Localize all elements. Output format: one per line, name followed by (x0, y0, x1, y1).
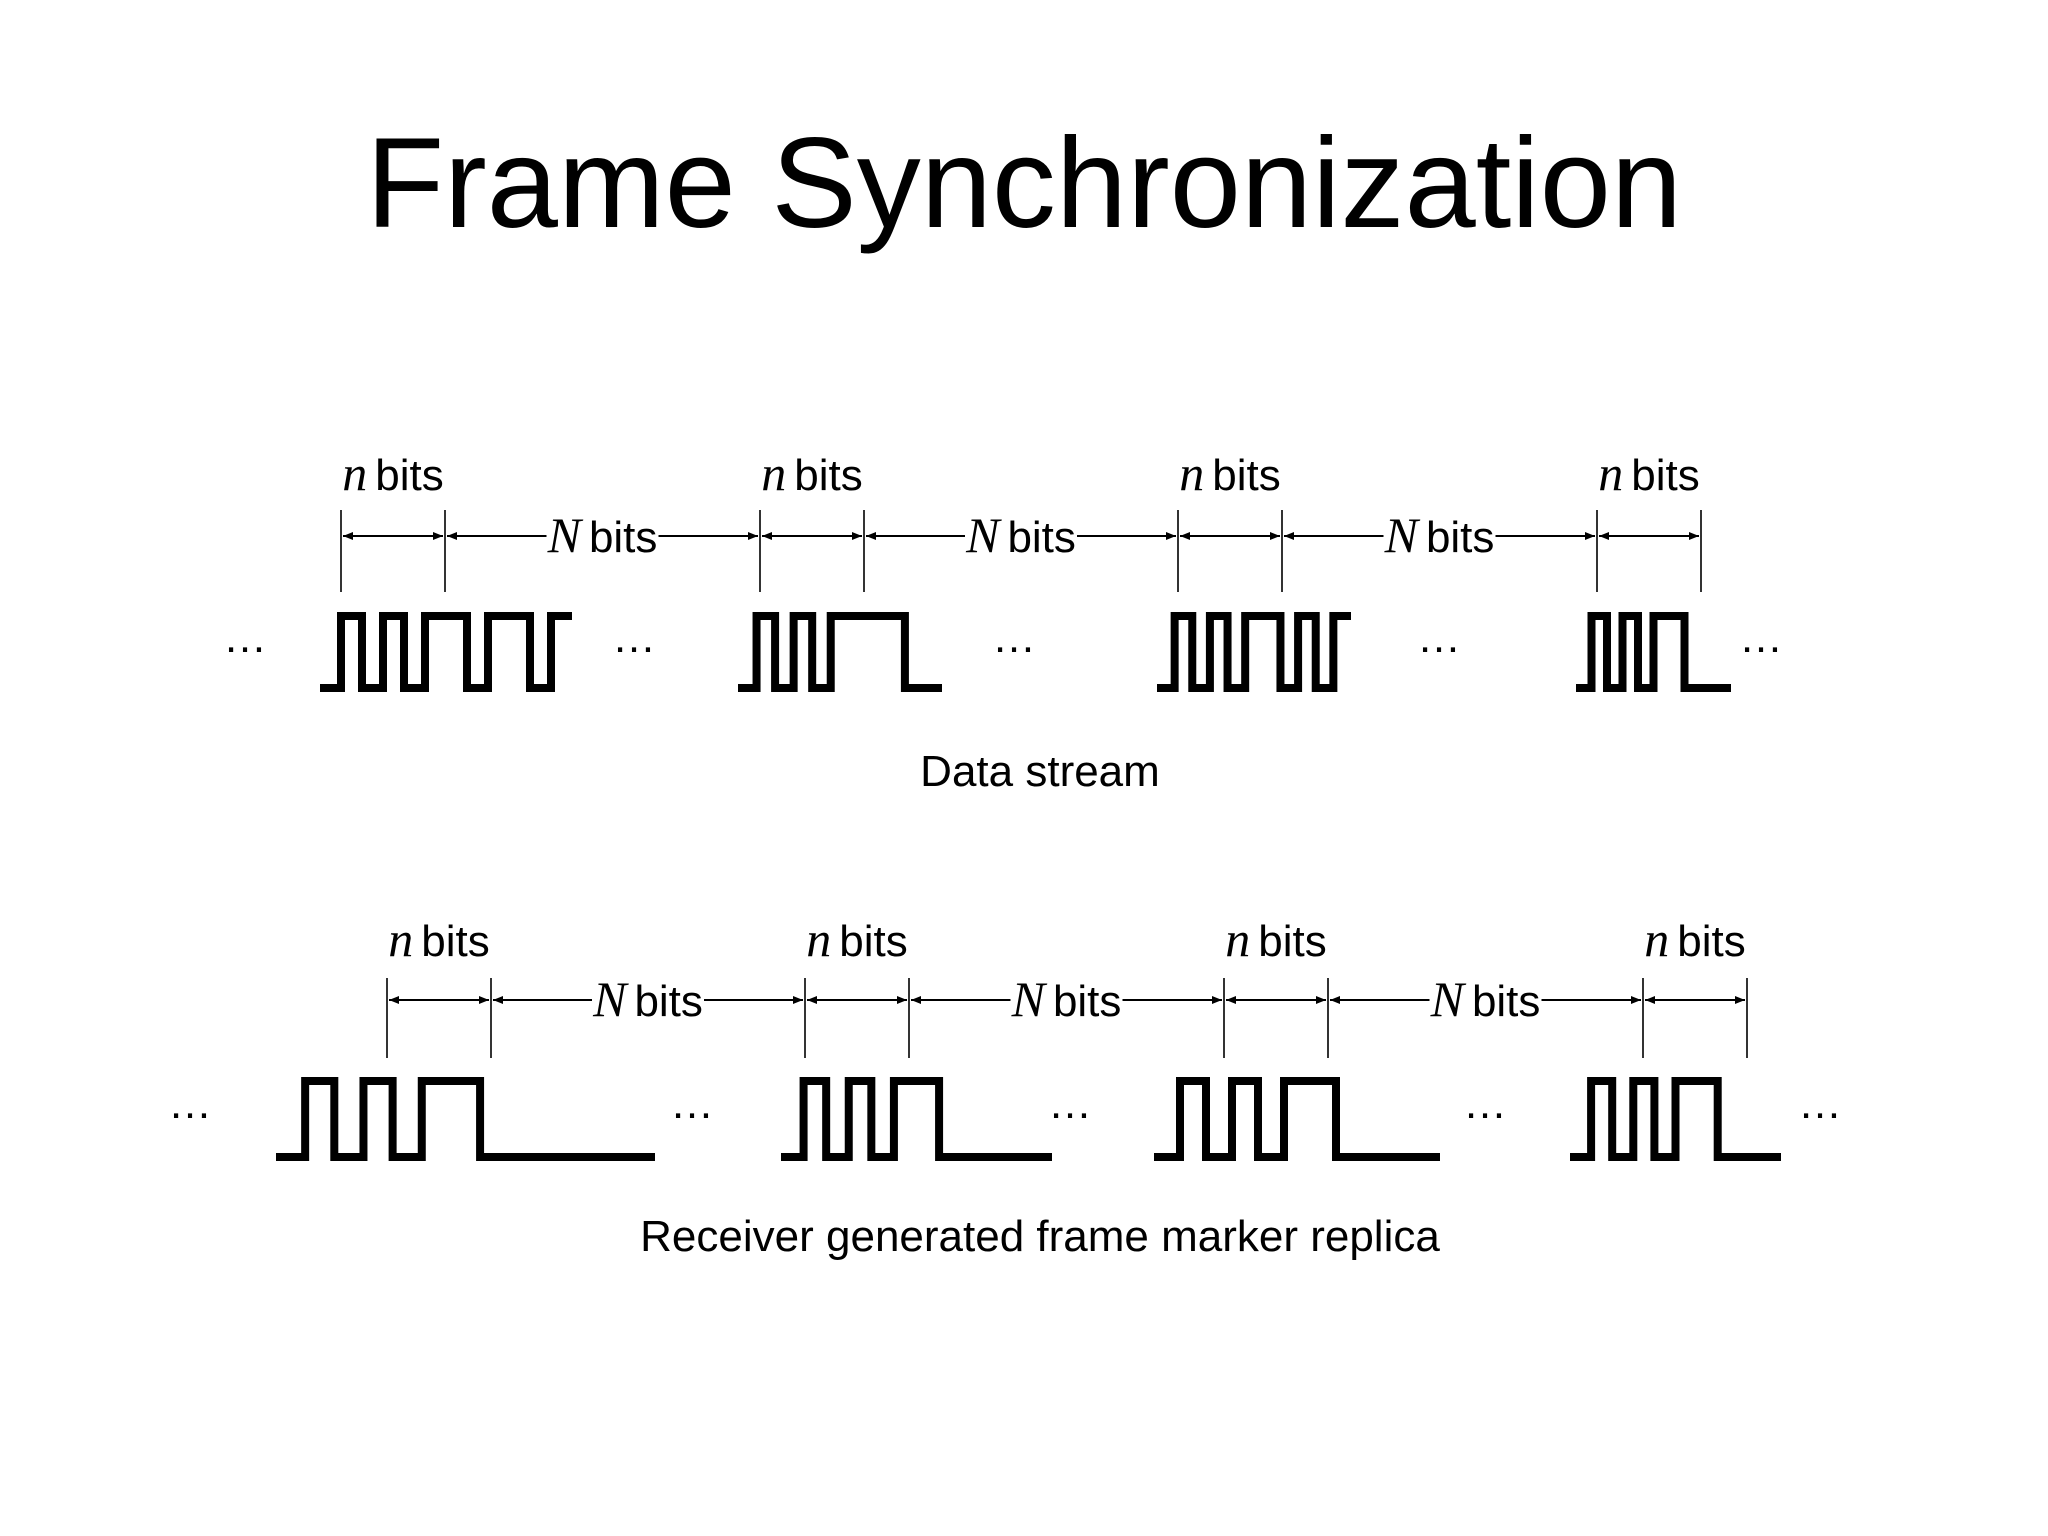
bits-word: bits (634, 977, 702, 1026)
ellipsis: … (1798, 1079, 1846, 1128)
frame-waveform (1576, 612, 1731, 692)
n-variable: n (1598, 445, 1623, 501)
ellipsis: … (168, 1079, 216, 1128)
frame-waveform (738, 612, 942, 692)
n-variable: n (761, 445, 786, 501)
frame-waveform (1570, 1077, 1781, 1161)
ellipsis: … (1463, 1079, 1511, 1128)
N-variable: N (1430, 971, 1467, 1027)
N-variable: N (547, 507, 584, 563)
frame-waveform (781, 1077, 1052, 1161)
bits-word: bits (1677, 917, 1745, 966)
n-variable: n (1225, 911, 1250, 967)
bits-word: bits (1212, 451, 1280, 500)
bits-word: bits (839, 917, 907, 966)
bits-word: bits (1631, 451, 1699, 500)
N-variable: N (1011, 971, 1048, 1027)
bits-word: bits (1472, 977, 1540, 1026)
n-variable: n (388, 911, 413, 967)
row-caption: Data stream (920, 747, 1160, 796)
bits-word: bits (375, 451, 443, 500)
bits-word: bits (1258, 917, 1326, 966)
bits-word: bits (1053, 977, 1121, 1026)
N-variable: N (1384, 507, 1421, 563)
n-variable: n (1644, 911, 1669, 967)
bits-word: bits (589, 513, 657, 562)
ellipsis: … (1739, 613, 1787, 662)
ellipsis: … (670, 1079, 718, 1128)
frame-waveform (1154, 1077, 1440, 1161)
ellipsis: … (992, 613, 1040, 662)
n-variable: n (342, 445, 367, 501)
slide-title: Frame Synchronization (365, 112, 1683, 255)
ellipsis: … (223, 613, 271, 662)
bits-word: bits (421, 917, 489, 966)
n-variable: n (1179, 445, 1204, 501)
ellipsis: … (1417, 613, 1465, 662)
N-variable: N (965, 507, 1002, 563)
frame-waveform (276, 1077, 655, 1161)
row-caption: Receiver generated frame marker replica (640, 1212, 1440, 1261)
frame-waveform (1157, 612, 1351, 692)
ellipsis: … (612, 613, 660, 662)
bits-word: bits (794, 451, 862, 500)
frame-waveform (320, 612, 572, 692)
ellipsis: … (1048, 1079, 1096, 1128)
N-variable: N (592, 971, 629, 1027)
bits-word: bits (1426, 513, 1494, 562)
n-variable: n (806, 911, 831, 967)
bits-word: bits (1007, 513, 1075, 562)
